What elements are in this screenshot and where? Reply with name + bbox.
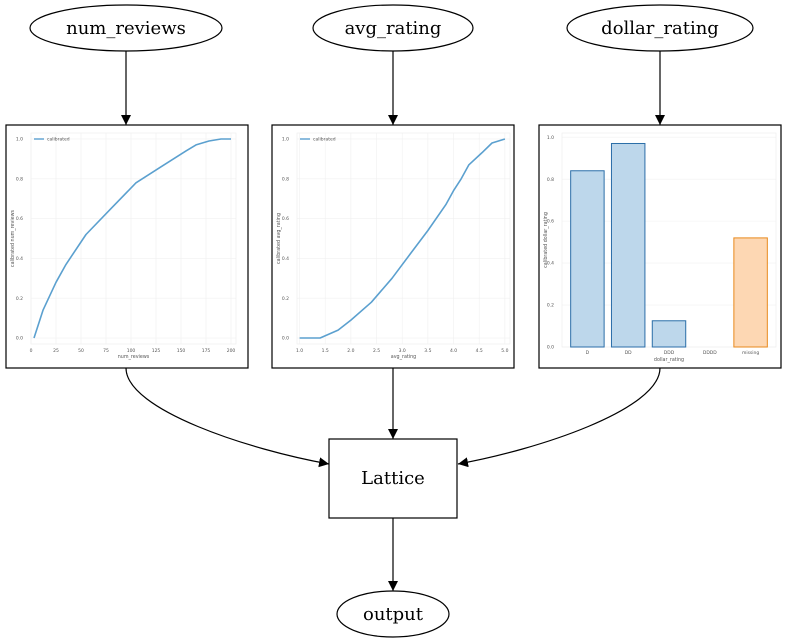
y-axis-label: calibrated dollar_rating (543, 212, 549, 268)
y-tick-label: 0.2 (282, 296, 289, 302)
calibrated-series-line (299, 138, 506, 339)
y-tick-label: 0.8 (282, 176, 289, 182)
edge-dollar-rating-to-lattice (457, 367, 661, 468)
x-tick-label: 1.0 (296, 348, 303, 354)
y-tick-label: 1.0 (16, 137, 23, 143)
x-tick-label: 150 (177, 348, 186, 354)
x-tick-label: 4.0 (450, 348, 457, 354)
y-tick-label: 1.0 (282, 137, 289, 143)
x-tick-label: missing (742, 350, 759, 356)
plot-area (30, 132, 237, 345)
x-tick-label: 3.5 (424, 348, 431, 354)
node-lattice-label: Lattice (361, 468, 425, 489)
y-tick-label: 0.0 (16, 336, 23, 342)
y-tick-label: 0.4 (16, 256, 23, 262)
x-tick-label: DDD (664, 350, 675, 356)
y-tick-label: 0.0 (547, 345, 554, 351)
node-dollar-rating-label: dollar_rating (601, 18, 719, 39)
bar-ddd (651, 320, 687, 348)
x-tick-label: D (586, 350, 590, 356)
y-tick-label: 0.8 (547, 177, 554, 183)
legend-label: calibrated (47, 137, 70, 143)
x-tick-label: 4.5 (476, 348, 483, 354)
y-tick-label: 0.4 (282, 256, 289, 262)
bar-missing (733, 237, 768, 348)
x-axis-label: dollar_rating (654, 357, 684, 363)
node-dollar-rating: dollar_rating (566, 4, 754, 52)
y-tick-label: 0.6 (16, 216, 23, 222)
y-tick-label: 1.0 (547, 135, 554, 141)
bar-d (570, 170, 605, 348)
y-tick-label: 0.4 (547, 261, 554, 267)
x-axis-label: avg_rating (391, 354, 416, 360)
x-tick-label: 2.0 (347, 348, 354, 354)
x-tick-label: 0 (30, 348, 33, 354)
node-avg-rating-label: avg_rating (345, 18, 442, 39)
x-tick-label: 50 (78, 348, 84, 354)
edge-num-reviews-to-lattice (125, 367, 330, 468)
node-output-label: output (363, 604, 424, 625)
y-tick-label: 0.6 (547, 219, 554, 225)
x-tick-label: 75 (103, 348, 109, 354)
x-tick-label: 1.5 (322, 348, 329, 354)
calibration-chart-num-reviews: 0.0 0.2 0.4 0.6 0.8 1.0 0 25 50 75 100 125 150 175 200… (10, 132, 237, 360)
y-tick-label: 0.0 (282, 336, 289, 342)
x-tick-label: 25 (53, 348, 59, 354)
x-tick-label: 100 (127, 348, 136, 354)
bar-dd (610, 142, 646, 348)
plot-area (296, 132, 511, 345)
x-tick-label: 125 (152, 348, 161, 354)
y-tick-label: 0.8 (16, 176, 23, 182)
y-tick-label: 0.2 (16, 296, 23, 302)
y-tick-label: 0.2 (547, 303, 554, 309)
x-tick-label: 200 (227, 348, 236, 354)
calibrated-series-line (33, 138, 231, 339)
node-output: output (336, 590, 450, 638)
x-tick-label: DDDD (703, 350, 717, 356)
node-lattice: Lattice (328, 438, 458, 519)
node-num-reviews: num_reviews (29, 4, 223, 52)
x-tick-label: 3.0 (399, 348, 406, 354)
x-axis-label: num_reviews (118, 354, 150, 360)
node-avg-rating: avg_rating (312, 4, 474, 52)
x-tick-label: 175 (202, 348, 211, 354)
calibration-chart-avg-rating: 0.0 0.2 0.4 0.6 0.8 1.0 1.0 1.5 2.0 2.5 3.0 3.5 4.0 4… (276, 132, 511, 360)
legend-label: calibrated (313, 137, 336, 143)
y-tick-label: 0.6 (282, 216, 289, 222)
x-tick-label: 5.0 (501, 348, 508, 354)
y-axis-label: calibrated num_reviews (10, 209, 16, 267)
x-tick-label: DD (625, 350, 632, 356)
y-axis-label: calibrated avg_rating (276, 213, 282, 264)
node-num-reviews-label: num_reviews (66, 18, 186, 39)
x-tick-label: 2.5 (373, 348, 380, 354)
